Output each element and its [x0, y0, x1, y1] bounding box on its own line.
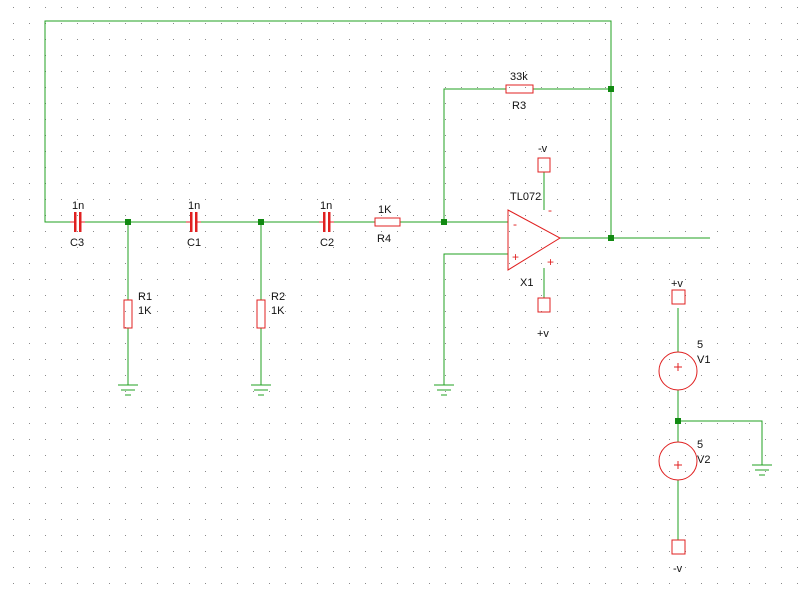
terminal-opamp-bottom-label: +v: [537, 328, 549, 340]
capacitor-c1[interactable]: 1n C1: [186, 200, 201, 249]
resistor-r4[interactable]: 1K R4: [374, 204, 401, 245]
resistor-r4-value: 1K: [378, 204, 392, 216]
voltage-source-v1-name: V1: [697, 354, 710, 366]
resistor-r3[interactable]: 33k R3: [505, 71, 534, 112]
voltage-source-v2[interactable]: 5 V2: [658, 439, 710, 481]
terminal-v1-top[interactable]: +v: [671, 278, 686, 305]
opamp-name: X1: [520, 277, 533, 289]
resistor-r1[interactable]: R1 1K: [123, 291, 152, 329]
opamp-x1[interactable]: - + - + TL072 X1: [507, 191, 562, 289]
voltage-source-v2-value: 5: [697, 439, 703, 451]
voltage-source-v1[interactable]: 5 V1: [658, 339, 710, 391]
capacitor-c2-name: C2: [320, 237, 334, 249]
wire-feedback-loop[interactable]: [44, 20, 612, 238]
terminal-v2-bottom[interactable]: -v: [671, 539, 686, 575]
opamp-noninv-sign: +: [512, 250, 519, 264]
junction-dot: [441, 219, 447, 225]
opamp-supply-minus-sign: -: [548, 203, 552, 217]
capacitor-c3-value: 1n: [72, 200, 84, 212]
junction-dot: [258, 219, 264, 225]
voltage-source-v2-name: V2: [697, 454, 710, 466]
resistor-r3-name: R3: [512, 100, 526, 112]
junctions: [125, 86, 681, 424]
capacitor-c1-value: 1n: [188, 200, 200, 212]
opamp-supply-plus-sign: +: [547, 255, 554, 269]
wire-source-ground[interactable]: [678, 420, 763, 465]
capacitor-c3[interactable]: 1n C3: [70, 200, 85, 249]
opamp-model: TL072: [510, 191, 541, 203]
junction-dot: [608, 235, 614, 241]
opamp-inv-sign: -: [513, 217, 517, 231]
resistor-r3-value: 33k: [510, 71, 528, 83]
capacitor-c2-value: 1n: [320, 200, 332, 212]
terminal-opamp-top[interactable]: -v: [537, 143, 551, 173]
terminal-opamp-top-label: -v: [538, 143, 548, 155]
junction-dot: [675, 418, 681, 424]
ground-r2[interactable]: [251, 384, 271, 396]
terminal-v2-bottom-label: -v: [673, 563, 683, 575]
junction-dot: [608, 86, 614, 92]
resistor-r1-value: 1K: [138, 305, 152, 317]
ground-supply[interactable]: [752, 464, 772, 476]
terminal-opamp-bottom[interactable]: +v: [537, 297, 551, 340]
resistor-r2-value: 1K: [271, 305, 285, 317]
capacitor-c2[interactable]: 1n C2: [319, 200, 334, 249]
capacitor-c1-name: C1: [187, 237, 201, 249]
ground-r1[interactable]: [118, 384, 138, 396]
wire-noninv-ground[interactable]: [443, 253, 508, 385]
wires: [44, 20, 763, 540]
resistor-r2-name: R2: [271, 291, 285, 303]
junction-dot: [125, 219, 131, 225]
resistor-r2[interactable]: R2 1K: [256, 291, 285, 329]
voltage-source-v1-value: 5: [697, 339, 703, 351]
terminal-v1-top-label: +v: [671, 278, 683, 290]
wire-r3-left[interactable]: [443, 88, 506, 222]
resistor-r1-name: R1: [138, 291, 152, 303]
ground-noninv[interactable]: [434, 384, 454, 396]
capacitor-c3-name: C3: [70, 237, 84, 249]
resistor-r4-name: R4: [377, 233, 391, 245]
